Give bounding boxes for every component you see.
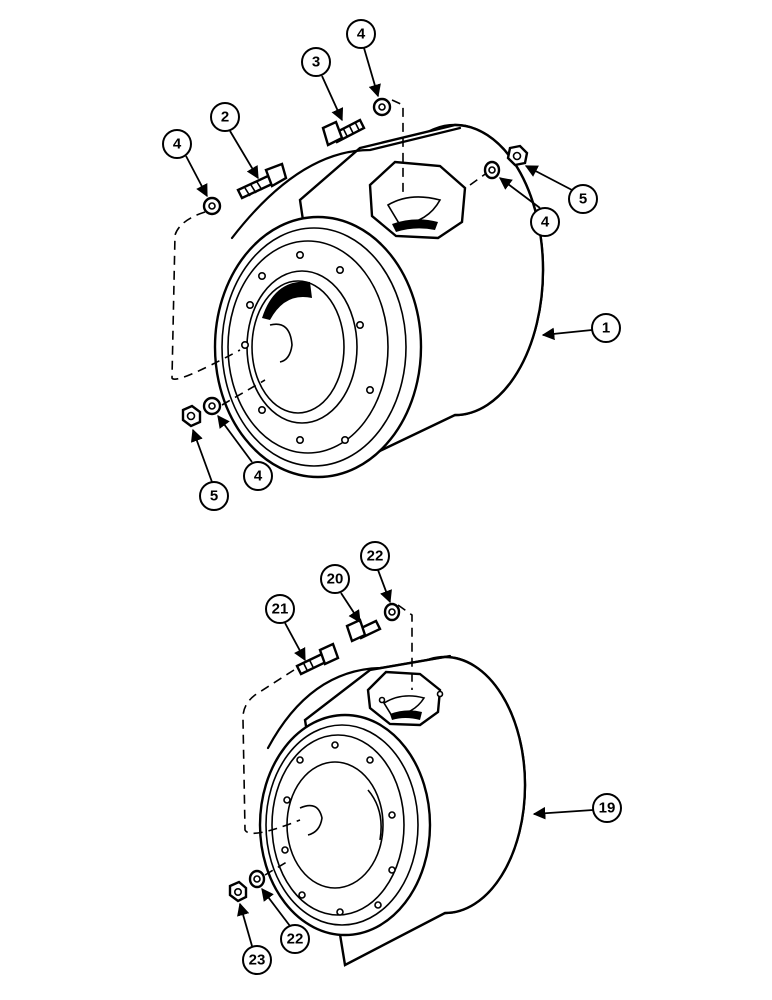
svg-text:5: 5 (579, 191, 587, 208)
svg-text:20: 20 (327, 571, 344, 588)
callout-22-bottom: 22 (261, 887, 310, 954)
callout-4-bottom: 4 (217, 414, 273, 491)
svg-text:5: 5 (210, 488, 218, 505)
mounting-lug-1 (368, 160, 467, 240)
nut-5-right (506, 144, 529, 167)
svg-text:22: 22 (367, 548, 384, 565)
svg-text:1: 1 (602, 320, 610, 337)
svg-text:4: 4 (357, 26, 366, 43)
bolt-2 (236, 162, 288, 200)
svg-text:3: 3 (312, 54, 320, 71)
svg-text:4: 4 (173, 136, 182, 153)
bolt-21 (295, 642, 340, 676)
callout-2: 2 (210, 102, 259, 180)
callout-20: 20 (320, 564, 361, 624)
upper-assembly: 1 2 3 4 4 4 5 4 (162, 19, 621, 511)
bolt-holes-1 (241, 251, 374, 444)
washer-22-bottom (248, 869, 266, 889)
svg-text:4: 4 (254, 468, 263, 485)
mounting-lug-19 (366, 670, 444, 727)
callout-4-right: 4 (498, 177, 560, 237)
callout-19: 19 (532, 793, 622, 823)
callout-4-top: 4 (346, 19, 381, 98)
callout-23: 23 (237, 902, 272, 975)
svg-text:2: 2 (221, 109, 229, 126)
nut-5-bottom (181, 404, 202, 428)
callout-4-left: 4 (162, 129, 208, 198)
wheel-weight-housing-19 (258, 654, 527, 967)
callout-22-top: 22 (360, 541, 392, 604)
bolt-holes-19 (281, 741, 396, 916)
washer-4-left (202, 196, 222, 216)
callout-21: 21 (265, 594, 306, 662)
washer-22-top (383, 602, 401, 622)
bolt-3 (321, 118, 366, 147)
svg-text:4: 4 (541, 214, 550, 231)
svg-text:23: 23 (249, 952, 266, 969)
lower-assembly: 19 21 20 22 22 23 (228, 541, 622, 975)
wheel-weight-housing-1 (213, 123, 545, 479)
washer-4-top (372, 97, 392, 117)
washer-4-bottom (202, 396, 222, 416)
svg-text:22: 22 (287, 931, 304, 948)
callout-1: 1 (541, 313, 621, 343)
svg-text:19: 19 (599, 800, 616, 817)
svg-text:21: 21 (272, 601, 289, 618)
callout-5-right: 5 (524, 165, 598, 214)
washer-4-right (483, 160, 501, 180)
bolt-20 (345, 618, 382, 643)
callout-3: 3 (301, 47, 344, 122)
callout-5-bottom: 5 (190, 428, 229, 511)
nut-23-bottom (228, 880, 248, 903)
